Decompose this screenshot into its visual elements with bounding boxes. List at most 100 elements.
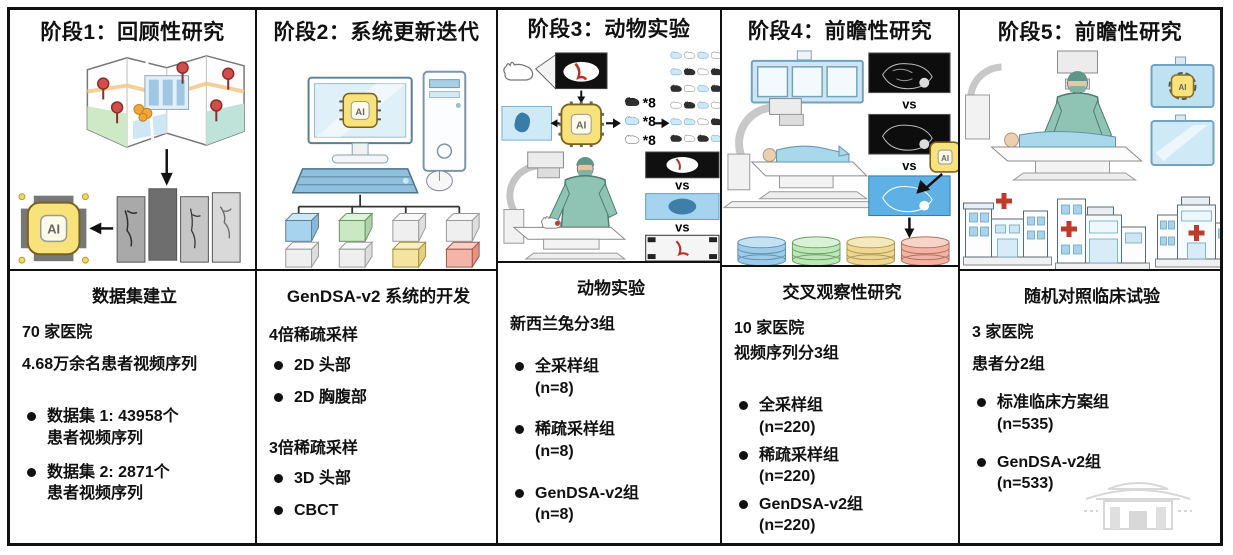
stage2-content: GenDSA-v2 系统的开发 4倍稀疏采样 2D 头部 2D 胸腹部 3倍稀疏… (257, 269, 496, 543)
stage5-line: 3 家医院 (972, 324, 1034, 341)
stage1-header: 阶段1：回顾性研究 (40, 21, 225, 44)
study-flow-table: 阶段1：回顾性研究 (7, 7, 1223, 546)
ai-chip-label: AI (355, 106, 364, 117)
list-item: 2D 胸腹部 (269, 387, 488, 409)
mouse-icon (426, 170, 453, 192)
list-item: 全采样组(n=8) (510, 356, 712, 399)
vs-label: vs (902, 158, 916, 173)
bullet-label: CBCT (294, 501, 339, 519)
monitor-wall-icon (750, 50, 864, 104)
list-item: CBCT (269, 500, 488, 522)
tree-connector (297, 194, 461, 219)
sampling-group: 4倍稀疏采样 2D 头部 2D 胸腹部 (269, 321, 488, 408)
stage1-section-title: 数据集建立 (92, 287, 177, 306)
stage3-illustration: AI *8 *8 *8 (498, 43, 720, 262)
scan-beam-icon (534, 53, 556, 90)
bullet-sub: 患者视频序列 (47, 429, 144, 447)
list-item: 全采样组(n=220) (734, 395, 950, 438)
bullet-label: GenDSA-v2组 (535, 484, 640, 502)
stage5-content: 随机对照临床试验 3 家医院 患者分2组 标准临床方案组(n=535) GenD… (960, 269, 1220, 543)
keyboard-icon (291, 168, 419, 194)
ai-chip-icon: AI (18, 193, 89, 264)
animal-experiment-illustration: AI *8 *8 *8 (501, 51, 720, 262)
list-item: GenDSA-v2组(n=533) (972, 452, 1212, 495)
times8-label: *8 (643, 113, 656, 129)
bullet-dot-icon (739, 499, 748, 509)
surgeon-mask-icon (578, 169, 593, 176)
data-cube-red-icon (445, 241, 481, 269)
bullet-label: 标准临床方案组 (997, 394, 1110, 412)
patient-body (1019, 130, 1116, 148)
bullet-label: 稀疏采样组 (759, 446, 840, 464)
stage1-bullet-list: 数据集 1: 43958个 患者视频序列 数据集 2: 2871个 患者视频序列 (22, 406, 247, 504)
arrow-down-icon (160, 149, 173, 186)
bullet-label: 全采样组 (759, 397, 824, 415)
group-heading: 3倍稀疏采样 (269, 440, 358, 458)
arrow-right-icon (654, 118, 670, 129)
operating-scene (503, 151, 627, 260)
bullet-dot-icon (977, 457, 986, 467)
ai-chip-label: AI (47, 221, 60, 236)
brain-scan-icon (868, 52, 951, 94)
operating-table-icon (750, 161, 868, 177)
stage3-column: 阶段3：动物实验 (498, 10, 722, 543)
bullet-dot-icon (274, 505, 283, 515)
ai-chip-icon: AI (558, 101, 605, 148)
stage1-content: 数据集建立 70 家医院 4.68万余名患者视频序列 数据集 1: 43958个… (10, 269, 255, 543)
data-cube-gray-icon (284, 241, 320, 269)
arrow-down-icon (904, 217, 915, 239)
comparison-stack: vs vs (645, 151, 720, 262)
ai-chip-label: AI (576, 121, 587, 132)
stage1-line: 4.68万余名患者视频序列 (22, 356, 198, 374)
vs-label: vs (902, 96, 916, 111)
surgeon-mask-icon (1069, 86, 1086, 92)
patient-head (762, 148, 777, 162)
scan-image-icon (645, 234, 720, 262)
arrow-left-icon (550, 119, 560, 128)
c-arm-icon (506, 162, 540, 216)
vs-label: vs (675, 219, 689, 234)
bullet-sub: (n=220) (759, 517, 816, 535)
times8-label: *8 (643, 132, 656, 148)
bullet-sub: 患者视频序列 (47, 485, 144, 503)
bullet-dot-icon (274, 474, 283, 484)
bullet-dot-icon (274, 361, 283, 370)
retrospective-illustration: AI (18, 55, 245, 264)
stage3-content: 动物实验 新西兰兔分3组 全采样组(n=8) 稀疏采样组(n=8) GenDSA… (498, 261, 720, 546)
ai-chip-label: AI (1179, 83, 1187, 92)
data-cube-green-icon (338, 212, 374, 242)
stage5-header: 阶段5：前瞻性研究 (997, 21, 1183, 44)
clinical-trial-illustration: AI (963, 50, 1220, 269)
ai-chip-icon: AI (929, 141, 958, 173)
bullet-dot-icon (515, 488, 524, 498)
list-item: 3D 头部 (269, 468, 488, 490)
bullet-dot-icon (515, 425, 524, 435)
bullet-sub: (n=8) (535, 379, 574, 397)
data-cube-gray-icon (338, 241, 374, 269)
operating-scene (965, 50, 1143, 181)
arrow-right-icon (606, 118, 621, 129)
bullet-label: 2D 胸腹部 (294, 388, 367, 406)
stage1-illustration: AI (10, 49, 255, 269)
list-item: 稀疏采样组(n=220) (734, 445, 950, 488)
database-cylinder-red-icon (900, 236, 950, 266)
database-cylinder-yellow-icon (846, 236, 896, 266)
stage4-bullet-list: 全采样组(n=220) 稀疏采样组(n=220) GenDSA-v2组(n=22… (734, 395, 950, 537)
bullet-sub: (n=533) (997, 475, 1054, 493)
arrow-down-icon (577, 90, 586, 104)
ai-chip-label: AI (941, 154, 949, 163)
stage5-column: 阶段5：前瞻性研究 (960, 10, 1220, 543)
vs-label: vs (675, 178, 689, 193)
data-cube-yellow-icon (391, 241, 427, 269)
stage2-column: 阶段2：系统更新迭代 AI (257, 10, 498, 543)
data-cube-blue-icon (284, 212, 320, 242)
blue-scan-icon (501, 105, 553, 141)
bullet-dot-icon (977, 398, 986, 408)
scan-image-icon (554, 52, 608, 90)
hospital-2 (1055, 198, 1150, 269)
brain-scan-stack: vs vs AI (868, 52, 958, 216)
bullet-sub: (n=8) (535, 443, 574, 460)
c-arm-patient-scene (722, 97, 881, 209)
monitor-ai-icon: AI (1150, 56, 1215, 108)
stage1-line: 70 家医院 (22, 324, 93, 341)
